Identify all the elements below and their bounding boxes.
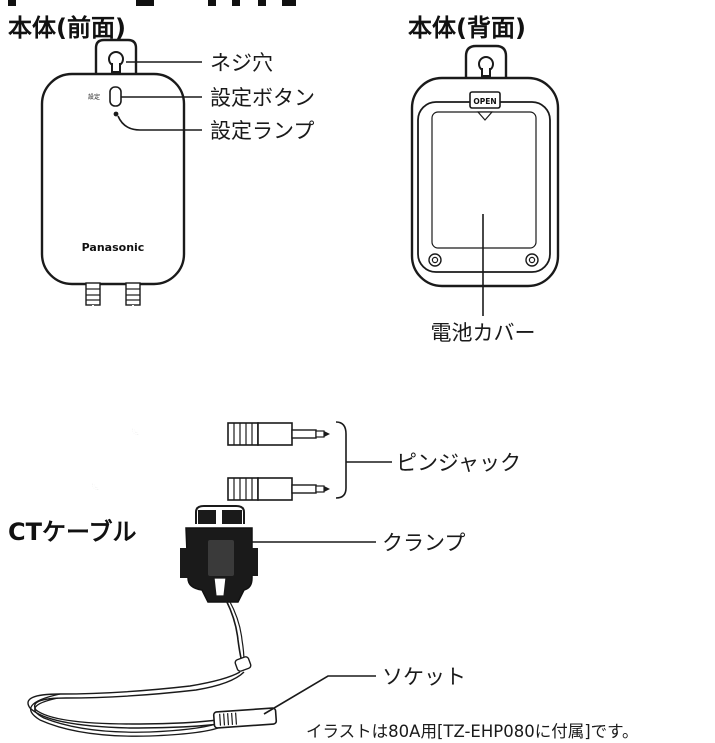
back-screw-right (525, 253, 539, 267)
ct-socket (212, 707, 278, 729)
leader-setting-lamp (117, 115, 202, 131)
label-setting-button: 設定ボタン (210, 86, 315, 110)
back-device: OPEN (410, 44, 560, 288)
brand-logo: Panasonic (82, 241, 145, 254)
pin-jack-lower (227, 477, 330, 501)
footnote: イラストは80A用[TZ-EHP080に付属]です。 (306, 722, 639, 741)
label-pin-jack: ピンジャック (396, 451, 521, 475)
setting-button (109, 86, 122, 107)
back-screw-left (428, 253, 442, 267)
front-heading: 本体(前面) (8, 14, 126, 42)
label-screw-hole: ネジ穴 (210, 51, 273, 75)
back-heading: 本体(背面) (408, 14, 526, 42)
label-setting-lamp: 設定ランプ (210, 119, 314, 143)
open-tab (469, 91, 501, 109)
front-body (40, 72, 186, 286)
screw-hole-icon (108, 51, 124, 73)
label-battery-cover: 電池カバー (431, 321, 536, 345)
top-cropped-marks (8, 0, 296, 6)
pin-jack-upper (227, 422, 330, 446)
battery-cover (417, 101, 551, 273)
ct-cable-heading: CTケーブル (8, 518, 137, 546)
setting-lamp (113, 111, 119, 117)
pin-jack-bracket (335, 421, 347, 499)
label-clamp: クランプ (382, 531, 465, 555)
front-device: 設定 Panasonic (40, 38, 347, 501)
ct-clamp (180, 505, 258, 603)
ct-wire (27, 599, 252, 737)
back-screw-hole-icon (478, 56, 494, 77)
label-socket: ソケット (382, 665, 466, 689)
open-arrow-icon (476, 111, 494, 121)
leader-socket (263, 675, 376, 715)
button-tag: 設定 (88, 93, 100, 101)
open-tab-text: OPEN (473, 97, 496, 106)
cable-boot-right (125, 282, 141, 306)
front-cables (92, 305, 228, 490)
cable-boot-left (85, 282, 101, 306)
